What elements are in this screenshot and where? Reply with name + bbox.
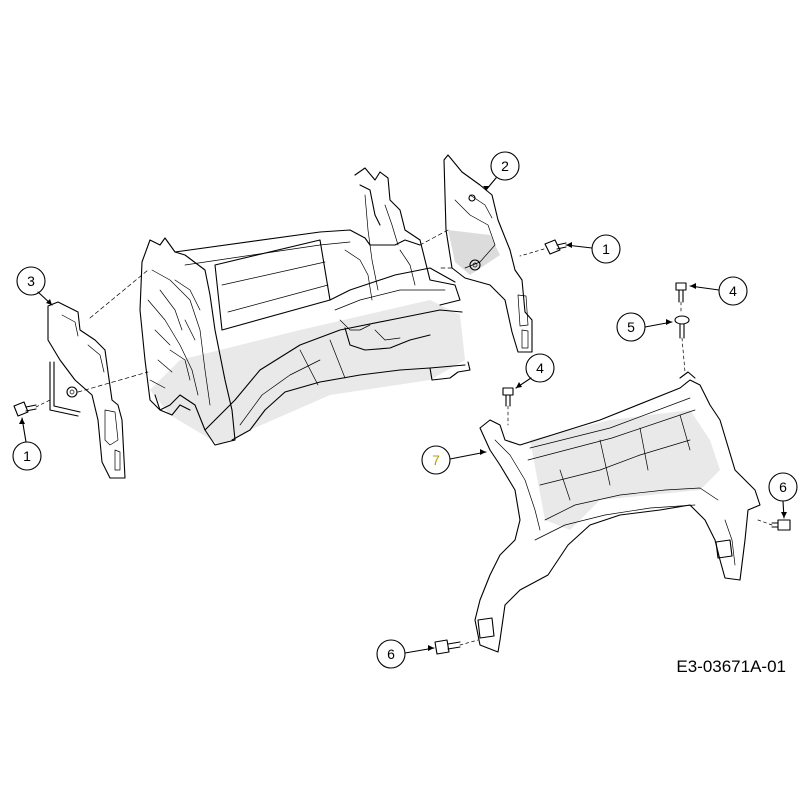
callout-6-right: 6 <box>768 472 798 519</box>
callout-label: 7 <box>432 452 440 468</box>
callout-4-top: 4 <box>689 276 748 306</box>
callout-label: 3 <box>27 273 35 289</box>
main-frame-part <box>139 167 471 446</box>
screw-part <box>13 399 51 417</box>
callout-label: 4 <box>729 283 737 299</box>
callout-3: 3 <box>16 266 53 306</box>
callout-label: 4 <box>536 360 544 376</box>
callout-4-mid: 4 <box>515 353 555 389</box>
screw-part <box>757 519 791 531</box>
right-bracket-part <box>419 154 533 353</box>
callout-label: 1 <box>23 448 31 464</box>
callout-label: 6 <box>779 479 787 495</box>
callout-5: 5 <box>616 312 673 342</box>
screw-part <box>519 239 567 257</box>
callout-label: 2 <box>501 158 509 174</box>
callout-1-left: 1 <box>12 417 42 471</box>
cover-panel-part <box>474 371 761 653</box>
callout-label: 6 <box>387 646 395 662</box>
callout-6-bottom: 6 <box>376 639 435 669</box>
callout-label: 1 <box>602 241 610 257</box>
callout-7: 7 <box>421 445 487 475</box>
left-bracket-part <box>47 269 149 479</box>
callout-2: 2 <box>483 151 520 191</box>
callout-1-top: 1 <box>565 234 621 264</box>
drawing-number: E3-03671A-01 <box>676 657 786 676</box>
callout-label: 5 <box>627 319 635 335</box>
clip-part <box>674 315 690 373</box>
screw-part <box>434 639 479 655</box>
pin-part <box>675 282 687 313</box>
pin-part <box>502 387 514 426</box>
